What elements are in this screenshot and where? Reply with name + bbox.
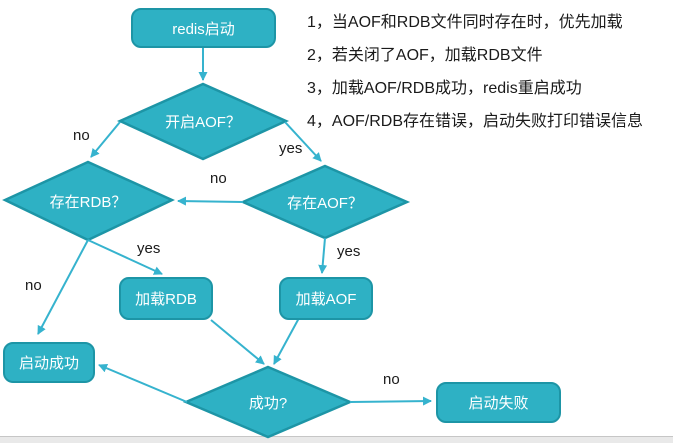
edge-rdb-exists-yes [87,239,163,275]
node-redis-start: redis启动 [131,8,276,48]
note-item-1: 1，当AOF和RDB文件同时存在时，优先加载 [307,14,623,31]
edge-label-aof-enabled-yes: yes [279,140,303,157]
edge-label-aof-enabled-no: no [73,127,90,144]
edge-aof-enabled-yes [284,121,322,162]
edge-load-rdb-to-success [210,319,265,365]
note-item-2: 2，若关闭了AOF，加载RDB文件 [307,47,543,64]
edge-label-rdb-exists-no: no [25,277,42,294]
node-startup-fail: 启动失败 [436,382,561,423]
node-load-rdb: 加载RDB [119,277,213,320]
diamond-aof-enabled [116,82,290,161]
edge-aof-exists-yes [318,237,328,274]
edge-aof-enabled-no [90,121,121,158]
edge-label-aof-exists-no: no [210,170,227,187]
diamond-aof-exists [239,164,411,240]
bottom-bar [0,436,673,443]
edge-rdb-exists-no [37,239,89,335]
edge-label-aof-exists-yes: yes [337,243,361,260]
edge-success-no [349,396,432,406]
node-startup-success: 启动成功 [3,342,95,383]
diamond-rdb-exists [2,160,175,242]
edge-label-load-success-no: no [383,371,400,388]
edge-label-rdb-exists-yes: yes [137,240,161,257]
edge-success-to-startup-success [98,363,188,403]
notes-list: 1，当AOF和RDB文件同时存在时，优先加载 2，若关闭了AOF，加载RDB文件… [307,6,643,138]
edge-aof-exists-no [177,196,244,206]
note-item-3: 3，加载AOF/RDB成功，redis重启成功 [307,80,582,97]
diamond-load-success [182,365,354,439]
edge-load-aof-to-success [273,317,300,365]
note-item-4: 4，AOF/RDB存在错误，启动失败打印错误信息 [307,113,644,130]
node-load-aof: 加载AOF [279,277,373,320]
